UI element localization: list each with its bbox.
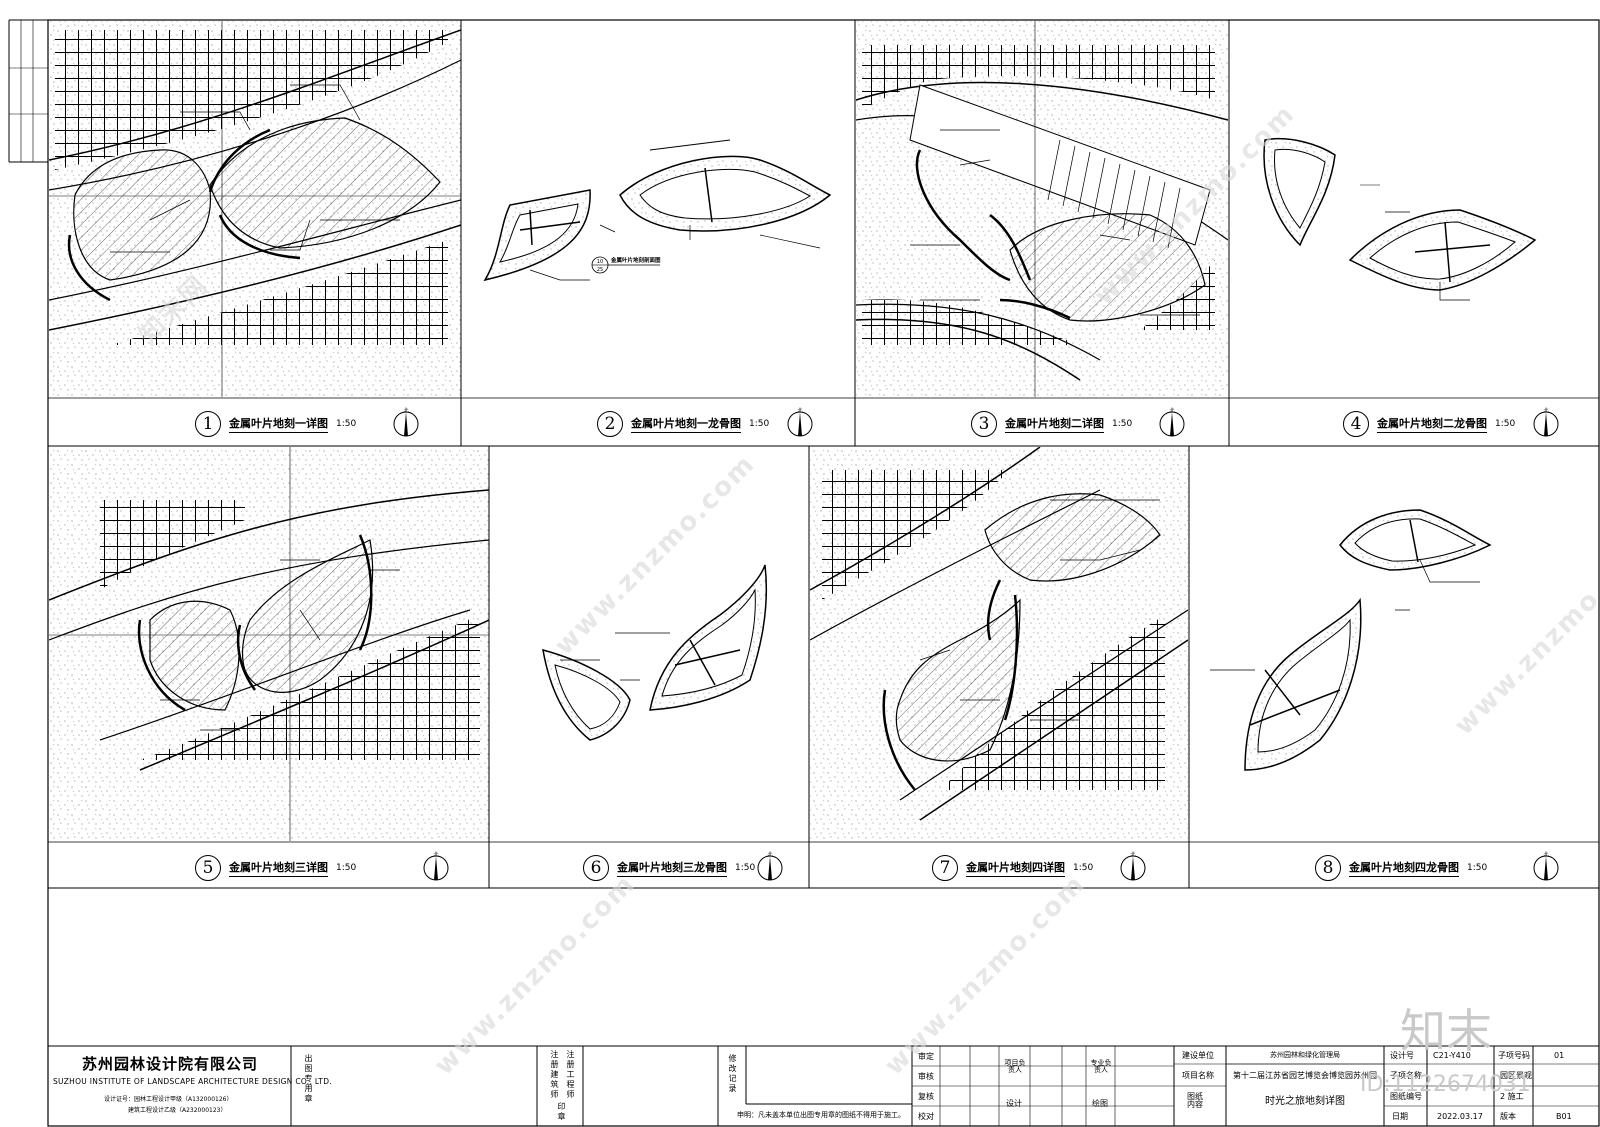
panel-1-caption: 1 金属叶片地刻一详图 1:50 xyxy=(195,411,356,437)
north-arrow-icon: 北 xyxy=(787,407,813,437)
panel-8-caption: 8 金属叶片地刻四龙骨图 1:50 xyxy=(1315,855,1487,881)
design-no-value: C21-Y410 xyxy=(1433,1051,1471,1060)
panel-6-number: 6 xyxy=(583,855,609,881)
panel-1-drawing xyxy=(49,21,461,397)
content-label: 图纸内容 xyxy=(1187,1092,1203,1109)
watermark-id: ID:1122674031 xyxy=(1360,1072,1531,1097)
panel-7-caption: 7 金属叶片地刻四详图 1:50 xyxy=(932,855,1093,881)
recheck-label: 复核 xyxy=(918,1092,934,1101)
panel-7-scale: 1:50 xyxy=(1073,863,1094,873)
design-no-label: 设计号 xyxy=(1390,1051,1414,1060)
panel-4-drawing xyxy=(1263,137,1537,301)
panel-2-caption: 2 金属叶片地刻一龙骨图 1:50 xyxy=(597,411,769,437)
cert-line-2: 建筑工程设计乙级（A232000123） xyxy=(128,1107,227,1114)
svg-text:北: 北 xyxy=(403,407,408,414)
review-label: 审核 xyxy=(918,1072,934,1081)
client-value: 苏州园林和绿化管理局 xyxy=(1270,1051,1340,1059)
panel-6-drawing xyxy=(542,564,768,741)
panel-6-caption: 6 金属叶片地刻三龙骨图 1:50 xyxy=(583,855,755,881)
statement-text: 申明：凡未盖本单位出图专用章的图纸不得用于施工。 xyxy=(737,1111,905,1119)
check-label: 校对 xyxy=(918,1112,934,1121)
north-arrow-icon: 北 xyxy=(1120,851,1146,881)
panel-3-drawing xyxy=(856,21,1228,397)
panel-1-scale: 1:50 xyxy=(336,419,357,429)
svg-text:北: 北 xyxy=(1169,407,1174,414)
subitem-no-label: 子项号码 xyxy=(1498,1051,1530,1060)
svg-text:北: 北 xyxy=(1130,851,1135,858)
date-label: 日期 xyxy=(1392,1112,1408,1121)
svg-text:北: 北 xyxy=(797,407,802,414)
design-label: 设计 xyxy=(1006,1099,1022,1108)
seal-label: 印章 xyxy=(557,1102,566,1122)
panel-3-title: 金属叶片地刻二详图 xyxy=(1005,415,1104,433)
section-ref-bottom: 25 xyxy=(597,267,603,273)
date-value: 2022.03.17 xyxy=(1437,1112,1483,1121)
panel-6-title: 金属叶片地刻三龙骨图 xyxy=(617,859,727,877)
content-value: 时光之旅地刻详图 xyxy=(1265,1096,1345,1107)
panel-3-caption: 3 金属叶片地刻二详图 1:50 xyxy=(971,411,1132,437)
panel-8-scale: 1:50 xyxy=(1467,863,1488,873)
watermark-brand: 知末 xyxy=(1400,1004,1492,1058)
panel-3-number: 3 xyxy=(971,411,997,437)
svg-text:北: 北 xyxy=(1543,407,1548,414)
client-label: 建设单位 xyxy=(1182,1051,1214,1060)
panel-5-number: 5 xyxy=(195,855,221,881)
panel-7-number: 7 xyxy=(932,855,958,881)
company-name-en: SUZHOU INSTITUTE OF LANDSCAPE ARCHITECTU… xyxy=(53,1077,332,1086)
panel-5-scale: 1:50 xyxy=(336,863,357,873)
title-block-grid xyxy=(48,1045,1599,1126)
north-arrow-icon: 北 xyxy=(1159,407,1185,437)
out-seal-label: 出图专用章 xyxy=(304,1054,313,1104)
panel-7-drawing xyxy=(810,447,1188,841)
approve-label: 审定 xyxy=(918,1052,934,1061)
revision-label: 修改记录 xyxy=(728,1054,737,1094)
panel-4-title: 金属叶片地刻二龙骨图 xyxy=(1377,415,1487,433)
svg-text:北: 北 xyxy=(767,851,772,858)
panel-7-title: 金属叶片地刻四详图 xyxy=(966,859,1065,877)
project-lead-label: 项目负责人 xyxy=(1004,1059,1026,1074)
section-ref-top: 10 xyxy=(597,259,603,265)
discipline-lead-label: 专业负责人 xyxy=(1090,1059,1112,1074)
panel-8-drawing xyxy=(1210,509,1492,771)
panel-2-scale: 1:50 xyxy=(749,419,770,429)
cert-line-1: 设计证号：园林工程设计甲级（A132000126） xyxy=(104,1096,233,1103)
svg-text:北: 北 xyxy=(1543,851,1548,858)
panel-4-number: 4 xyxy=(1343,411,1369,437)
panel-2-number: 2 xyxy=(597,411,623,437)
panel-4-scale: 1:50 xyxy=(1495,419,1516,429)
north-arrow-icon: 北 xyxy=(393,407,419,437)
panel-1-title: 金属叶片地刻一详图 xyxy=(229,415,328,433)
panel-3-scale: 1:50 xyxy=(1112,419,1133,429)
project-label: 项目名称 xyxy=(1182,1071,1214,1080)
version-value: B01 xyxy=(1556,1112,1572,1121)
panel-5-caption: 5 金属叶片地刻三详图 1:50 xyxy=(195,855,356,881)
panel-8-title: 金属叶片地刻四龙骨图 xyxy=(1349,859,1459,877)
zone-label: 园区景观 xyxy=(1500,1071,1532,1080)
north-arrow-icon: 北 xyxy=(1533,851,1559,881)
reg-engineer-label: 注册工程师 xyxy=(566,1050,575,1100)
svg-text:北: 北 xyxy=(433,851,438,858)
panel-4-caption: 4 金属叶片地刻二龙骨图 1:50 xyxy=(1343,411,1515,437)
version-label: 版本 xyxy=(1500,1112,1516,1121)
panel-8-number: 8 xyxy=(1315,855,1341,881)
north-arrow-icon: 北 xyxy=(423,851,449,881)
panel-6-scale: 1:50 xyxy=(735,863,756,873)
panel-5-drawing xyxy=(49,447,489,841)
section-ref-label: 金属叶片地刻剖面图 xyxy=(610,256,661,264)
drawing-label: 绘图 xyxy=(1092,1099,1108,1108)
project-value: 第十二届江苏省园艺博览会博览园苏州园 xyxy=(1233,1071,1377,1080)
subitem-no-value: 01 xyxy=(1554,1051,1565,1060)
north-arrow-icon: 北 xyxy=(757,851,783,881)
subitem-name-label: 子项名称 xyxy=(1390,1071,1422,1080)
drawing-no-label: 图纸编号 xyxy=(1390,1092,1422,1101)
panel-2-title: 金属叶片地刻一龙骨图 xyxy=(631,415,741,433)
company-name-cn: 苏州园林设计院有限公司 xyxy=(82,1055,259,1073)
north-arrow-icon: 北 xyxy=(1533,407,1559,437)
panel-5-title: 金属叶片地刻三详图 xyxy=(229,859,328,877)
panel-1-number: 1 xyxy=(195,411,221,437)
panel-2-drawing: 10 25 金属叶片地刻剖面图 xyxy=(483,139,832,282)
drawing-no-value: 2 施工 xyxy=(1500,1092,1524,1101)
reg-architect-label: 注册建筑师 xyxy=(550,1050,559,1100)
